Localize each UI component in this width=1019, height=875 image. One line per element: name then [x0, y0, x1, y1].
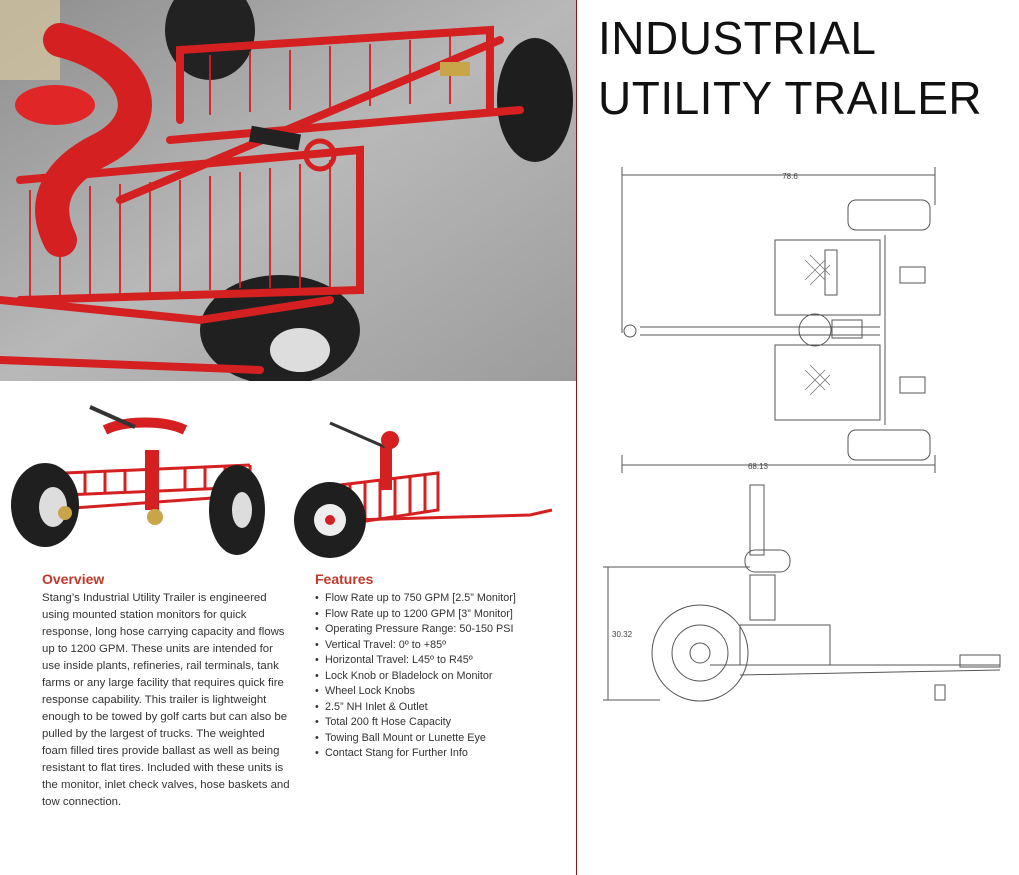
trailer-dimension-drawings: 78.6 68.13 30.32 — [603, 167, 1001, 702]
title-line-1: INDUSTRIAL — [598, 12, 877, 64]
dim-height-label: 30.32 — [612, 630, 633, 639]
trailer-photo-illustration — [0, 0, 577, 381]
page-divider — [576, 0, 577, 875]
dim-width-label: 78.6 — [782, 172, 798, 181]
dim-track-label: 68.13 — [748, 462, 769, 471]
feature-item: Wheel Lock Knobs — [315, 684, 570, 700]
feature-item: Horizontal Travel: L45º to R45º — [315, 653, 570, 669]
features-list: Flow Rate up to 750 GPM [2.5” Monitor] F… — [315, 591, 570, 762]
feature-item: Flow Rate up to 1200 GPM [3” Monitor] — [315, 607, 570, 623]
feature-item: Contact Stang for Further Info — [315, 746, 570, 762]
feature-item: Total 200 ft Hose Capacity — [315, 715, 570, 731]
technical-drawings: 78.6 68.13 30.32 — [600, 155, 1015, 875]
feature-item: Lock Knob or Bladelock on Monitor — [315, 669, 570, 685]
trailer-front-illustration — [11, 405, 265, 555]
overview-body: Stang’s Industrial Utility Trailer is en… — [42, 592, 290, 808]
trailer-side-illustration — [294, 421, 553, 558]
trailer-photo-front — [5, 395, 275, 565]
overview-heading: Overview — [42, 571, 105, 587]
feature-item: Vertical Travel: 0º to +85º — [315, 638, 570, 654]
trailer-photo-side — [290, 415, 555, 565]
title-line-2: UTILITY TRAILER — [598, 72, 983, 124]
feature-item: Towing Ball Mount or Lunette Eye — [315, 731, 570, 747]
trailer-photo-main — [0, 0, 577, 381]
features-heading: Features — [315, 571, 374, 587]
feature-item: 2.5” NH Inlet & Outlet — [315, 700, 570, 716]
feature-item: Flow Rate up to 750 GPM [2.5” Monitor] — [315, 591, 570, 607]
feature-item: Operating Pressure Range: 50-150 PSI — [315, 622, 570, 638]
page-title: INDUSTRIAL UTILITY TRAILER — [598, 8, 982, 128]
